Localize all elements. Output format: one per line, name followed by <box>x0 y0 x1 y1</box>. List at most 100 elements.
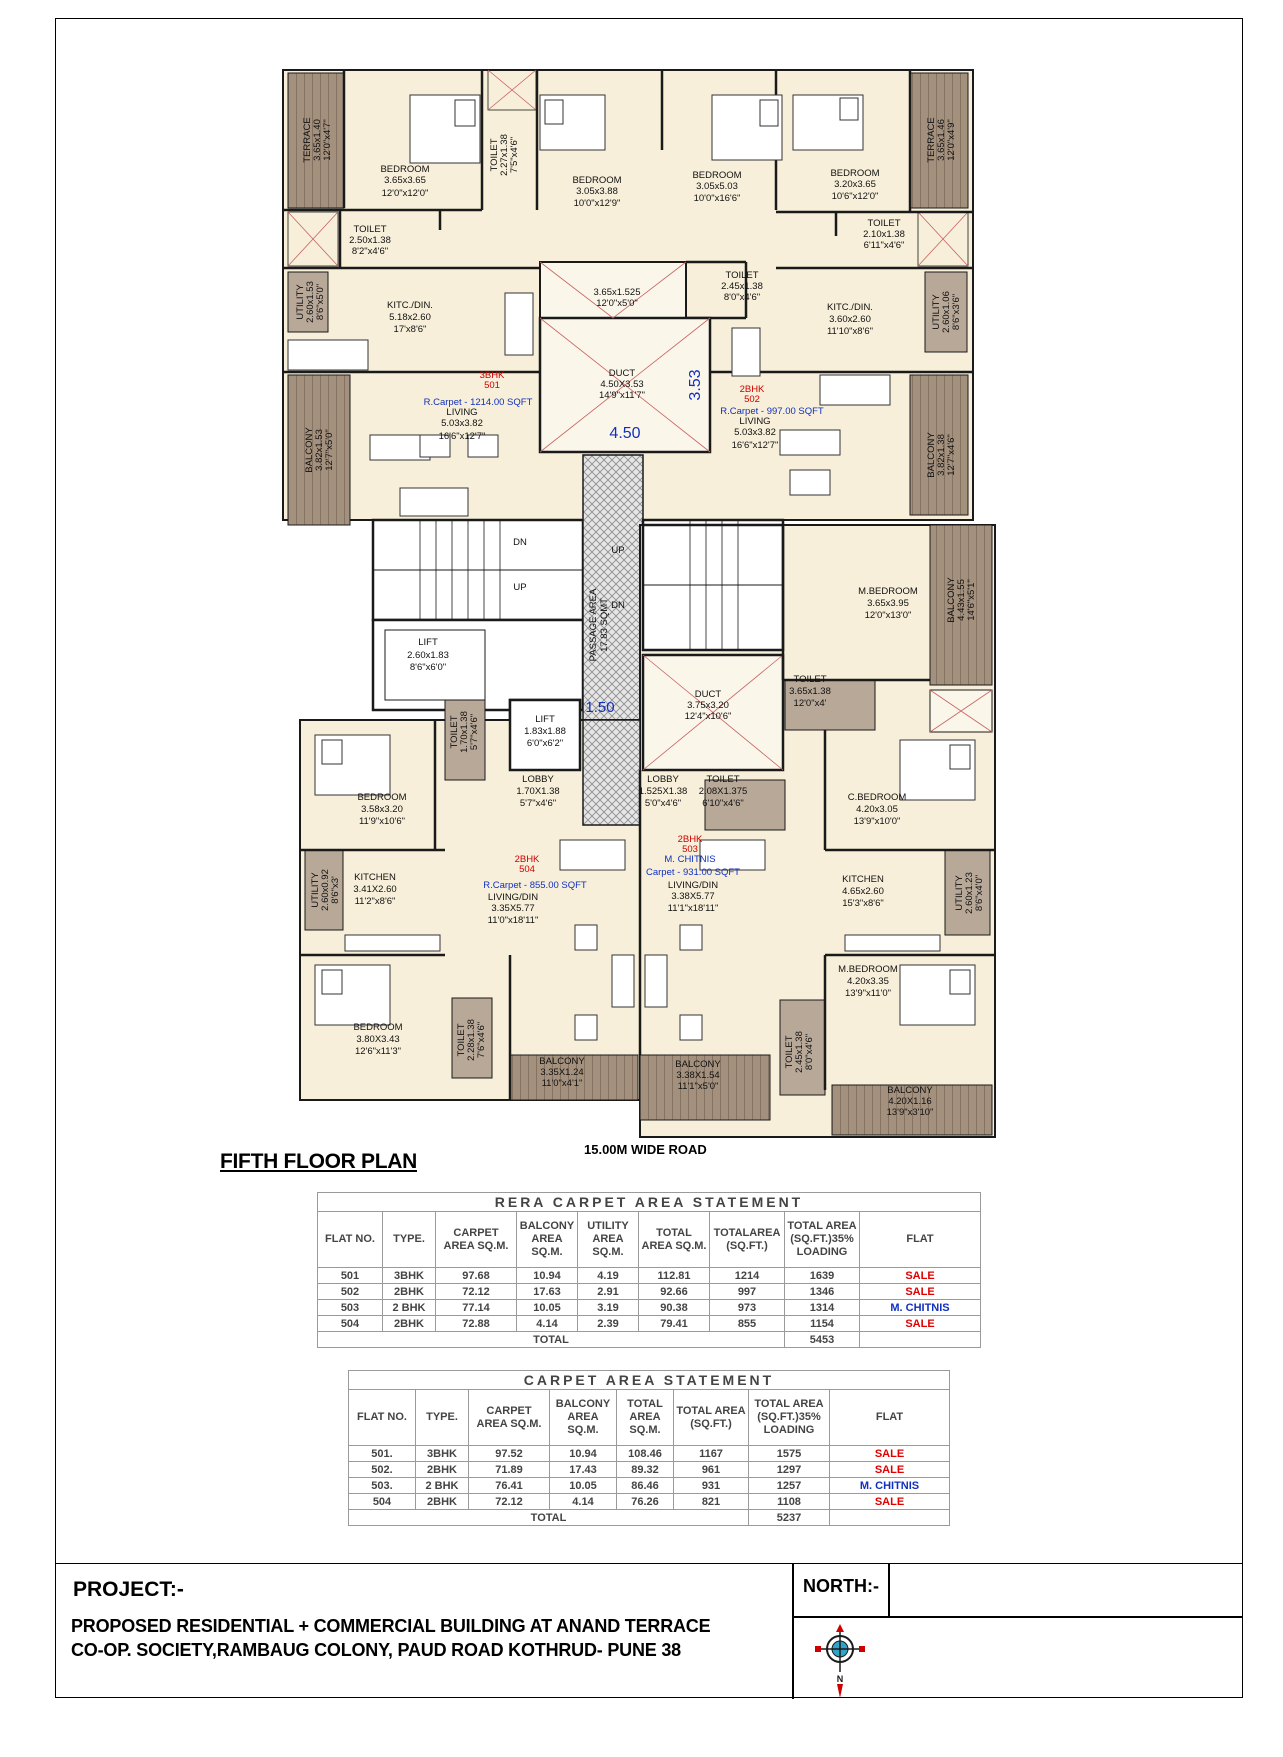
rera-col-utility: UTILITY AREA SQ.M. <box>577 1211 639 1268</box>
label-up-left: UP <box>513 582 526 593</box>
label-passage: PASSAGE AREA17.83 SQMT <box>588 588 610 661</box>
rera-col-loading: TOTAL AREA (SQ.FT.)35% LOADING <box>784 1211 860 1268</box>
label-balcony-502: BALCONY3.82x1.3812'7"x4'6" <box>926 432 957 478</box>
carpet-col-balcony: BALCONY AREA SQ.M. <box>549 1389 617 1446</box>
rera-col-total-sqft: TOTALAREA (SQ.FT.) <box>709 1211 785 1268</box>
label-toilet-501-a: TOILET2.27x1.387'5"x4'6" <box>489 134 520 176</box>
title-block-divider <box>792 1564 794 1699</box>
svg-text:N: N <box>837 1674 844 1684</box>
label-carpet-503: Carpet - 931.00 SQFT <box>646 867 740 878</box>
label-balcony-503-mbed: BALCONY4.43x1.5514'6"x5'1" <box>946 577 977 623</box>
balcony-501 <box>287 374 351 526</box>
rera-area-table: RERA CARPET AREA STATEMENT FLAT NO. TYPE… <box>317 1192 981 1348</box>
rera-caption: RERA CARPET AREA STATEMENT <box>317 1192 981 1212</box>
label-carpet-504: R.Carpet - 855.00 SQFT <box>483 880 587 891</box>
carpet-area-table: CARPET AREA STATEMENT FLAT NO. TYPE. CAR… <box>348 1370 950 1526</box>
label-balcony-501: BALCONY3.82x1.5312'7"x5'0" <box>304 427 335 473</box>
dim-duct-height: 3.53 <box>687 369 704 400</box>
stair-left-treads <box>419 520 501 620</box>
label-toilet-503-c: TOILET2.45x1.388'0"x4'6" <box>784 1031 815 1073</box>
rera-col-type: TYPE. <box>382 1211 436 1268</box>
plan-title: FIFTH FLOOR PLAN <box>220 1150 418 1173</box>
terrace-501 <box>287 72 345 209</box>
dim-duct-width: 4.50 <box>609 425 640 442</box>
carpet-col-carpet: CARPET AREA SQ.M. <box>468 1389 550 1446</box>
carpet-col-flat: FLAT <box>829 1389 950 1446</box>
toilet-503-a <box>704 779 786 831</box>
balcony-502 <box>909 374 969 516</box>
top-open-space <box>539 261 687 319</box>
floor-plan: TERRACE3.65x1.4012'0"x4'7" BEDROOM3.65x3… <box>282 69 996 1138</box>
utility-503 <box>944 849 991 936</box>
balcony-503-mbed <box>929 524 993 686</box>
label-dn-right: DN <box>611 600 625 611</box>
label-utility-504: UTILITY2.60x0.928'6"x3' <box>310 869 341 911</box>
lift-1 <box>371 618 585 712</box>
project-description-line-1: PROPOSED RESIDENTIAL + COMMERCIAL BUILDI… <box>71 1616 711 1636</box>
utility-502 <box>924 271 968 353</box>
rera-col-flat: FLAT <box>859 1211 981 1268</box>
road-label: 15.00M WIDE ROAD <box>584 1142 707 1157</box>
carpet-col-total-sqm: TOTAL AREA SQ.M. <box>616 1389 674 1446</box>
label-carpet-501: R.Carpet - 1214.00 SQFT <box>424 397 533 408</box>
duct-top <box>538 261 712 454</box>
carpet-col-loading: TOTAL AREA (SQ.FT.)35% LOADING <box>748 1389 830 1446</box>
label-up-right: UP <box>611 545 624 556</box>
upper-furniture <box>287 94 891 517</box>
carpet-col-total-sqft: TOTAL AREA (SQ.FT.) <box>673 1389 749 1446</box>
balcony-504 <box>509 1054 639 1101</box>
label-terrace-501: TERRACE3.65x1.4012'0"x4'7" <box>302 117 333 162</box>
label-utility-501: UTILITY2.60x1.538'6"x5'0" <box>295 281 326 323</box>
project-description-line-2: CO-OP. SOCIETY,RAMBAUG COLONY, PAUD ROAD… <box>71 1640 681 1660</box>
balcony-503-b <box>831 1084 993 1136</box>
rera-col-total-sqm: TOTAL AREA SQ.M. <box>638 1211 710 1268</box>
lower-walls <box>300 525 995 1100</box>
toilet-503-c <box>779 999 826 1096</box>
lower-furniture <box>314 734 976 1041</box>
label-utility-502: UTILITY2.60x1.068'6"x3'6" <box>931 291 962 333</box>
title-block-divider-3 <box>792 1616 1243 1618</box>
carpet-caption: CARPET AREA STATEMENT <box>348 1370 950 1390</box>
carpet-col-flat-no: FLAT NO. <box>348 1389 416 1446</box>
label-utility-503: UTILITY2.60x1.238'6"x4'0" <box>954 872 985 914</box>
toilet-503-b <box>784 679 876 731</box>
title-block-divider-2 <box>888 1564 890 1616</box>
title-block: PROJECT:- PROPOSED RESIDENTIAL + COMMERC… <box>55 1563 1243 1699</box>
rera-col-carpet: CARPET AREA SQ.M. <box>435 1211 517 1268</box>
label-toilet-504-a: TOILET1.70x1.385'7"x4'6" <box>449 711 480 753</box>
label-toilet-504-b: TOILET2.28x1.387'6"x4'6" <box>456 1019 487 1061</box>
